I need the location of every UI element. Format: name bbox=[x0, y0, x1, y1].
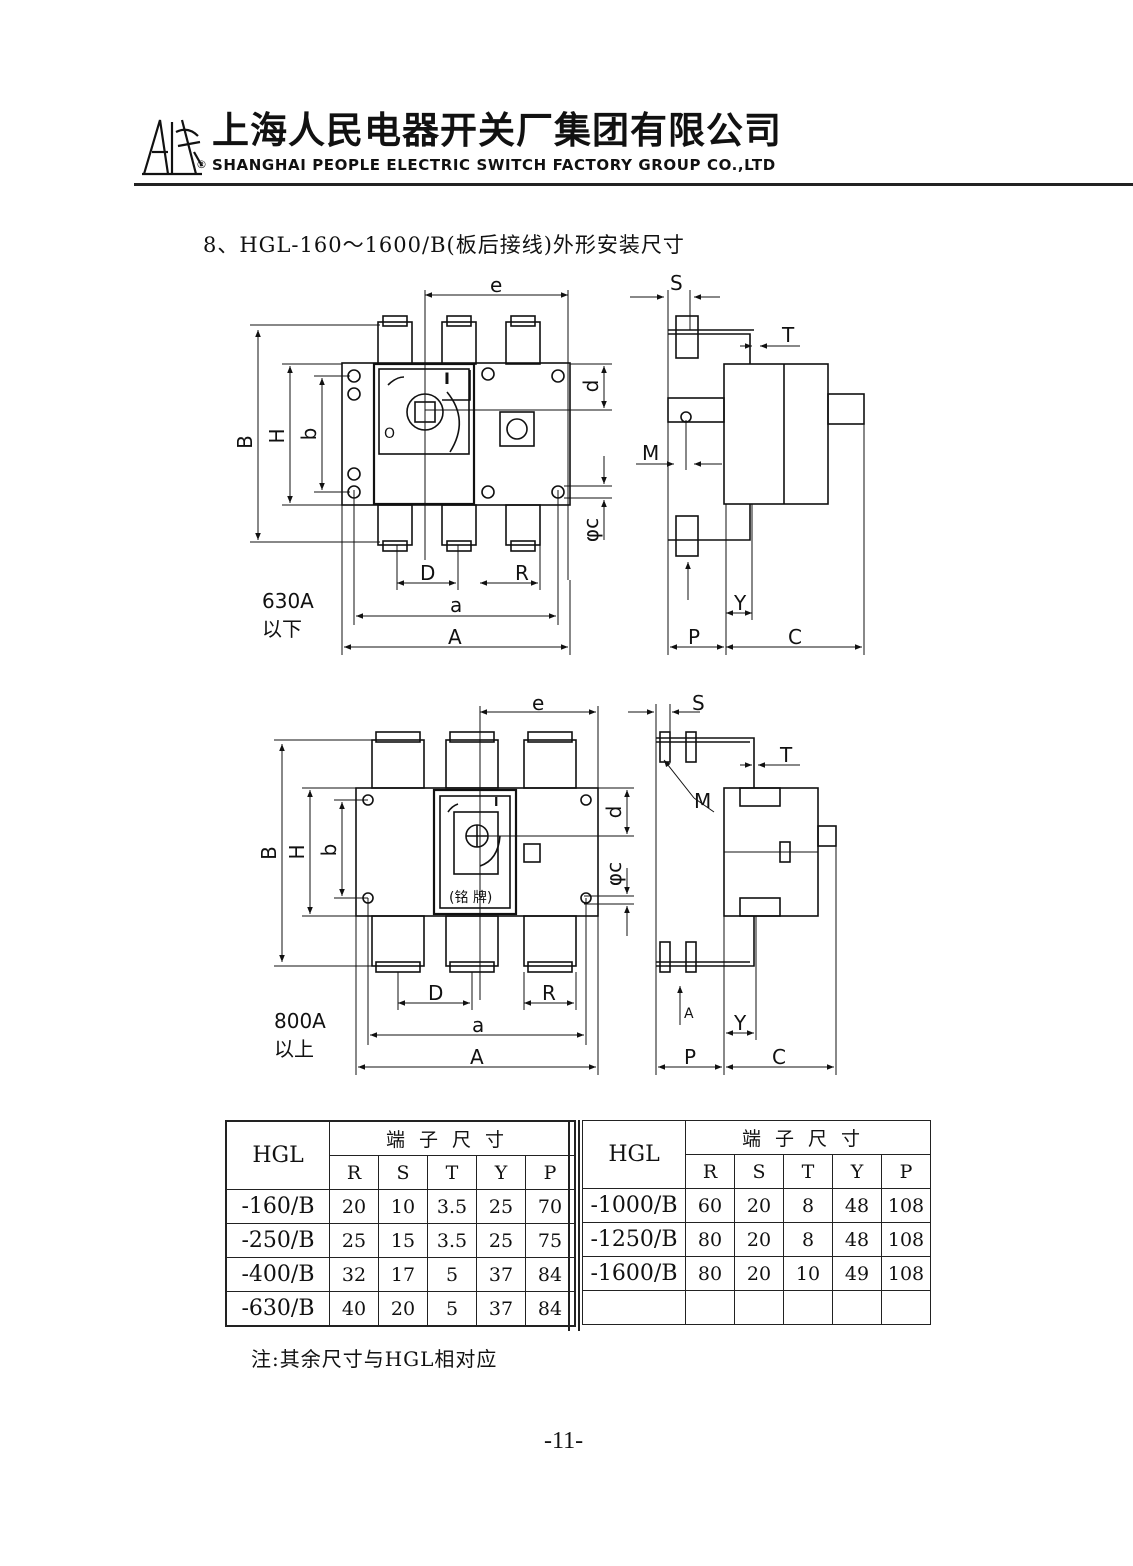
side-label-T: T bbox=[781, 323, 795, 347]
side-label-T-2: T bbox=[779, 743, 793, 767]
side-label-C-2: C bbox=[772, 1045, 786, 1069]
dim-label-e-2: e bbox=[532, 691, 544, 715]
col-header-S: S bbox=[378, 1155, 428, 1190]
side-dim-lines-top bbox=[630, 290, 865, 655]
side-label-M-2: M bbox=[694, 789, 711, 813]
group-header: 端子尺寸 bbox=[329, 1120, 576, 1156]
col-header-T-2: T bbox=[783, 1154, 833, 1189]
dim-label-R-2: R bbox=[542, 981, 556, 1005]
dim-label-A: A bbox=[448, 625, 462, 649]
dim-label-d: d bbox=[579, 380, 603, 393]
model-header: HGL bbox=[225, 1120, 330, 1190]
rating-630a: 630A bbox=[262, 589, 314, 613]
header-rule bbox=[134, 183, 1133, 186]
dim-label-B-2: B bbox=[257, 846, 281, 860]
side-label-Y-2: Y bbox=[733, 1011, 747, 1035]
side-label-C: C bbox=[788, 625, 802, 649]
table-row: -1250/B 80 20 8 48 108 bbox=[582, 1222, 931, 1257]
col-header-T: T bbox=[427, 1155, 477, 1190]
page-number: -11- bbox=[544, 1428, 584, 1454]
model-header-2: HGL bbox=[582, 1120, 686, 1189]
group-header-2: 端子尺寸 bbox=[685, 1120, 931, 1155]
table-row: -160/B 20 10 3.5 25 70 bbox=[225, 1189, 576, 1224]
col-header-Y-2: Y bbox=[832, 1154, 882, 1189]
dim-lines-bottom bbox=[274, 706, 634, 1075]
side-label-P-2: P bbox=[684, 1045, 696, 1069]
dim-label-a: a bbox=[450, 593, 462, 617]
side-label-Y: Y bbox=[733, 591, 747, 615]
table-separator bbox=[568, 1120, 580, 1331]
handle-on-label-2: I bbox=[494, 795, 498, 809]
table-row: -1000/B 60 20 8 48 108 bbox=[582, 1188, 931, 1223]
nameplate-label: (铭 牌) bbox=[449, 889, 492, 906]
table-row: -630/B 40 20 5 37 84 bbox=[225, 1291, 576, 1327]
dim-label-D-2: D bbox=[428, 981, 443, 1005]
company-name-en: SHANGHAI PEOPLE ELECTRIC SWITCH FACTORY … bbox=[212, 156, 776, 174]
front-view-630a bbox=[341, 315, 571, 552]
handle-off-label: O bbox=[384, 426, 395, 442]
front-view-800a bbox=[355, 731, 599, 973]
col-header-P-2: P bbox=[881, 1154, 931, 1189]
side-label-P: P bbox=[688, 625, 700, 649]
dim-lines-top bbox=[250, 290, 612, 655]
dim-label-D: D bbox=[420, 561, 435, 585]
side-view-800a bbox=[656, 731, 837, 973]
table-row: -400/B 32 17 5 37 84 bbox=[225, 1257, 576, 1292]
dim-label-A-2: A bbox=[470, 1045, 484, 1069]
rating-800a: 800A bbox=[274, 1009, 326, 1033]
table-row: -250/B 25 15 3.5 25 75 bbox=[225, 1223, 576, 1258]
side-label-S: S bbox=[670, 271, 683, 295]
dim-label-b: b bbox=[297, 428, 321, 441]
side-label-S-2: S bbox=[692, 691, 705, 715]
registered-mark: ® bbox=[196, 158, 207, 171]
dim-label-H-2: H bbox=[285, 844, 309, 859]
dim-label-phi-c-2: φc bbox=[602, 862, 626, 886]
rating-800a-sub: 以上 bbox=[274, 1037, 314, 1061]
dim-label-a-2: a bbox=[472, 1013, 484, 1037]
col-header-R-2: R bbox=[685, 1154, 735, 1189]
col-header-R: R bbox=[329, 1155, 379, 1190]
company-name-cn: 上海人民电器开关厂集团有限公司 bbox=[212, 109, 782, 152]
side-view-630a bbox=[667, 315, 865, 557]
terminal-size-table-right: HGL 端子尺寸 R S T Y P -1000/B 60 20 8 48 10… bbox=[582, 1120, 931, 1325]
dim-label-R: R bbox=[515, 561, 529, 585]
dim-label-phi-c: φc bbox=[579, 518, 603, 542]
dim-label-b-2: b bbox=[317, 844, 341, 857]
side-dim-lines-bottom bbox=[628, 704, 837, 1075]
section-title: 8、HGL-160～1600/B(板后接线)外形安装尺寸 bbox=[203, 233, 685, 257]
rating-630a-sub: 以下 bbox=[262, 617, 302, 641]
side-label-M: M bbox=[642, 441, 659, 465]
dim-label-d-2: d bbox=[602, 806, 626, 819]
terminal-size-table-left: HGL 端子尺寸 R S T Y P -160/B 20 10 3.5 25 7… bbox=[225, 1120, 576, 1327]
dim-label-B: B bbox=[233, 435, 257, 449]
dim-label-e: e bbox=[490, 273, 502, 297]
table-row bbox=[582, 1290, 931, 1325]
dim-label-H: H bbox=[265, 428, 289, 443]
table-row: -1600/B 80 20 10 49 108 bbox=[582, 1256, 931, 1291]
footnote: 注:其余尺寸与HGL相对应 bbox=[251, 1347, 498, 1371]
company-logo-icon bbox=[142, 119, 203, 176]
side-arrow-A: A bbox=[684, 1006, 694, 1022]
handle-on-label: I bbox=[444, 369, 450, 388]
col-header-S-2: S bbox=[734, 1154, 784, 1189]
col-header-P: P bbox=[525, 1155, 576, 1190]
col-header-Y: Y bbox=[476, 1155, 526, 1190]
technical-drawings: e B H b d φc D R a A I O 630A 以下 S T M Y… bbox=[233, 271, 865, 1075]
